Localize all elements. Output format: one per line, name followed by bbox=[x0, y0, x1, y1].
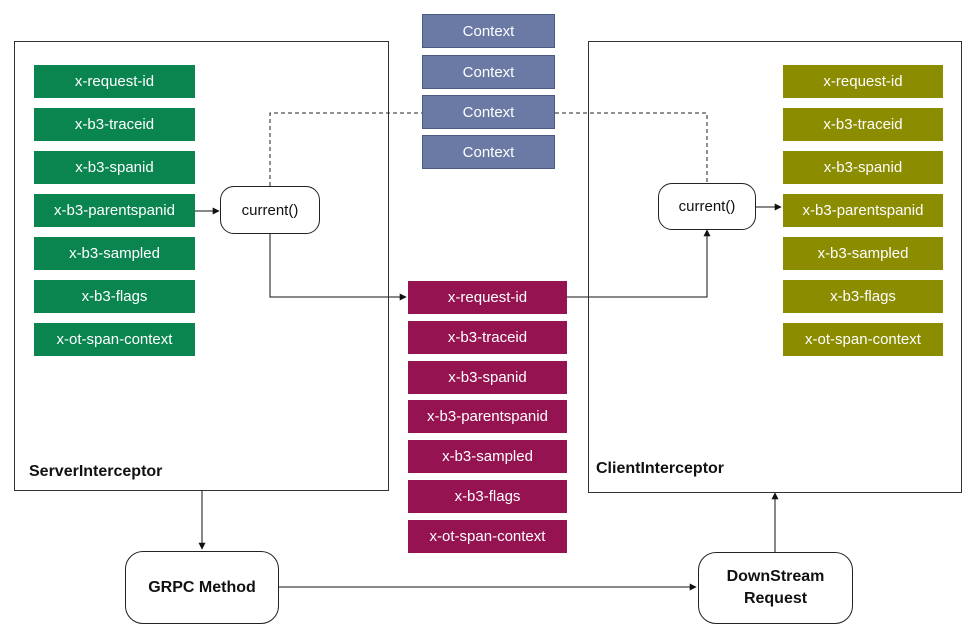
context-block: Context bbox=[422, 14, 555, 48]
client-header-parentspanid: x-b3-parentspanid bbox=[783, 194, 943, 227]
client-interceptor-title: ClientInterceptor bbox=[596, 460, 725, 477]
server-header-parentspanid: x-b3-parentspanid bbox=[34, 194, 195, 227]
downstream-request-node: DownStream Request bbox=[698, 552, 853, 624]
context-link-right bbox=[555, 112, 708, 183]
client-header-sampled: x-b3-sampled bbox=[783, 237, 943, 270]
client-current-call: current() bbox=[658, 183, 756, 230]
context-block: Context bbox=[422, 95, 555, 129]
server-to-wire-arrow bbox=[269, 234, 407, 301]
wire-header-parentspanid: x-b3-parentspanid bbox=[408, 400, 567, 433]
server-current-call: current() bbox=[220, 186, 320, 234]
server-header-traceid: x-b3-traceid bbox=[34, 108, 195, 141]
server-interceptor-title: ServerInterceptor bbox=[29, 463, 163, 480]
wire-header-traceid: x-b3-traceid bbox=[408, 321, 567, 354]
context-block: Context bbox=[422, 135, 555, 169]
wire-header-sampled: x-b3-sampled bbox=[408, 440, 567, 473]
server-interceptor-frame: ServerInterceptor bbox=[14, 41, 389, 491]
client-interceptor-frame: ClientInterceptor bbox=[588, 41, 962, 493]
wire-header-spanid: x-b3-spanid bbox=[408, 361, 567, 394]
downstream-request-label-line2: Request bbox=[743, 590, 808, 607]
wire-to-client-arrow bbox=[567, 229, 711, 298]
server-header-sampled: x-b3-sampled bbox=[34, 237, 195, 270]
grpc-method-node: GRPC Method bbox=[125, 551, 279, 624]
downstream-request-label-line1: DownStream bbox=[726, 568, 825, 585]
client-header-ot-span-context: x-ot-span-context bbox=[783, 323, 943, 356]
grpc-method-label: GRPC Method bbox=[148, 578, 256, 596]
client-header-flags: x-b3-flags bbox=[783, 280, 943, 313]
context-block: Context bbox=[422, 55, 555, 89]
server-header-ot-span-context: x-ot-span-context bbox=[34, 323, 195, 356]
server-header-request-id: x-request-id bbox=[34, 65, 195, 98]
wire-header-flags: x-b3-flags bbox=[408, 480, 567, 513]
client-header-traceid: x-b3-traceid bbox=[783, 108, 943, 141]
server-header-spanid: x-b3-spanid bbox=[34, 151, 195, 184]
context-link-left bbox=[269, 112, 422, 186]
client-header-request-id: x-request-id bbox=[783, 65, 943, 98]
wire-header-request-id: x-request-id bbox=[408, 281, 567, 314]
wire-header-ot-span-context: x-ot-span-context bbox=[408, 520, 567, 553]
server-header-flags: x-b3-flags bbox=[34, 280, 195, 313]
client-header-spanid: x-b3-spanid bbox=[783, 151, 943, 184]
